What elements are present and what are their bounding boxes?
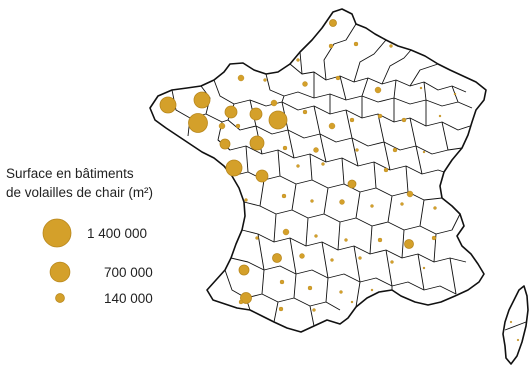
department-bubble (302, 109, 308, 115)
legend-circles (42, 218, 72, 303)
department-bubble (312, 308, 316, 312)
department-bubble (431, 235, 437, 241)
department-bubble (302, 81, 308, 87)
department-bubble (344, 238, 348, 242)
department-bubble (237, 74, 245, 82)
department-bubble (453, 92, 457, 96)
department-bubble (281, 193, 287, 199)
department-bubble (374, 86, 382, 94)
department-bubble (224, 105, 238, 119)
department-bubble (401, 117, 407, 123)
department-bubble (159, 96, 177, 114)
department-bubble (263, 78, 267, 82)
department-bubble (370, 204, 374, 208)
department-bubble (314, 234, 318, 238)
department-bubble (270, 99, 278, 107)
department-bubble (516, 338, 520, 342)
department-bubble (392, 147, 398, 153)
department-bubble (328, 122, 336, 130)
department-bubble (282, 228, 290, 236)
department-bubble (238, 299, 244, 305)
department-bubble (296, 58, 300, 62)
department-bubble (350, 300, 354, 304)
department-bubble (335, 75, 341, 81)
department-bubble (353, 41, 359, 47)
department-bubble (282, 145, 288, 151)
legend-circle (42, 218, 72, 248)
department-bubble (268, 110, 288, 130)
department-bubble (404, 239, 414, 249)
department-bubble (225, 159, 243, 177)
department-bubble (438, 114, 442, 118)
department-bubble (299, 253, 305, 259)
legend-label-medium: 700 000 (104, 265, 153, 280)
legend-label-large: 1 400 000 (87, 226, 148, 241)
department-bubble (278, 306, 284, 312)
legend-title-line2: de volailles de chair (m²) (6, 185, 154, 200)
legend-circle (55, 293, 65, 303)
department-bubble (307, 285, 313, 291)
department-bubble (339, 290, 343, 294)
legend-label-small: 140 000 (104, 291, 153, 306)
department-bubble (329, 19, 337, 27)
department-bubble (390, 260, 394, 264)
department-bubble (358, 256, 362, 260)
department-bubble (328, 43, 334, 49)
legend-title: Surface en bâtiments de volailles de cha… (6, 164, 153, 202)
department-bubble (339, 199, 345, 205)
department-bubble (406, 190, 414, 198)
department-bubble (249, 135, 265, 151)
department-bubble (240, 292, 252, 304)
department-bubble (422, 266, 426, 270)
legend-circle (49, 261, 71, 283)
department-bubble (255, 169, 269, 183)
department-bubble (279, 279, 285, 285)
legend-title-line1: Surface en bâtiments (6, 166, 134, 181)
department-bubble (255, 236, 259, 240)
department-bubble (419, 86, 423, 90)
department-bubble (238, 264, 250, 276)
department-bubble (349, 117, 355, 123)
department-bubble (218, 122, 226, 130)
department-bubble (433, 206, 437, 210)
department-bubble (422, 150, 426, 154)
department-bubble (389, 44, 393, 48)
department-bubble (355, 148, 359, 152)
department-bubble (377, 113, 383, 119)
department-bubble (313, 147, 319, 153)
corsica-outline (502, 285, 529, 365)
department-bubble (383, 167, 389, 173)
department-bubble (296, 164, 300, 168)
department-bubble (321, 162, 325, 166)
department-bubble (193, 91, 211, 109)
department-bubble (219, 138, 231, 150)
department-bubble (272, 253, 282, 263)
department-bubble (244, 198, 248, 202)
department-bubble (330, 258, 334, 262)
bubble-layer (159, 19, 520, 342)
department-bubble (249, 107, 263, 121)
department-bubble (188, 113, 208, 133)
department-bubble (400, 202, 404, 206)
department-boundaries (171, 23, 527, 331)
department-bubble (347, 179, 357, 189)
mainland-outline (149, 8, 487, 333)
department-bubble (310, 199, 314, 203)
department-bubble (370, 288, 374, 292)
department-bubble (509, 320, 513, 324)
department-bubble (235, 123, 241, 129)
department-bubble (377, 237, 383, 243)
